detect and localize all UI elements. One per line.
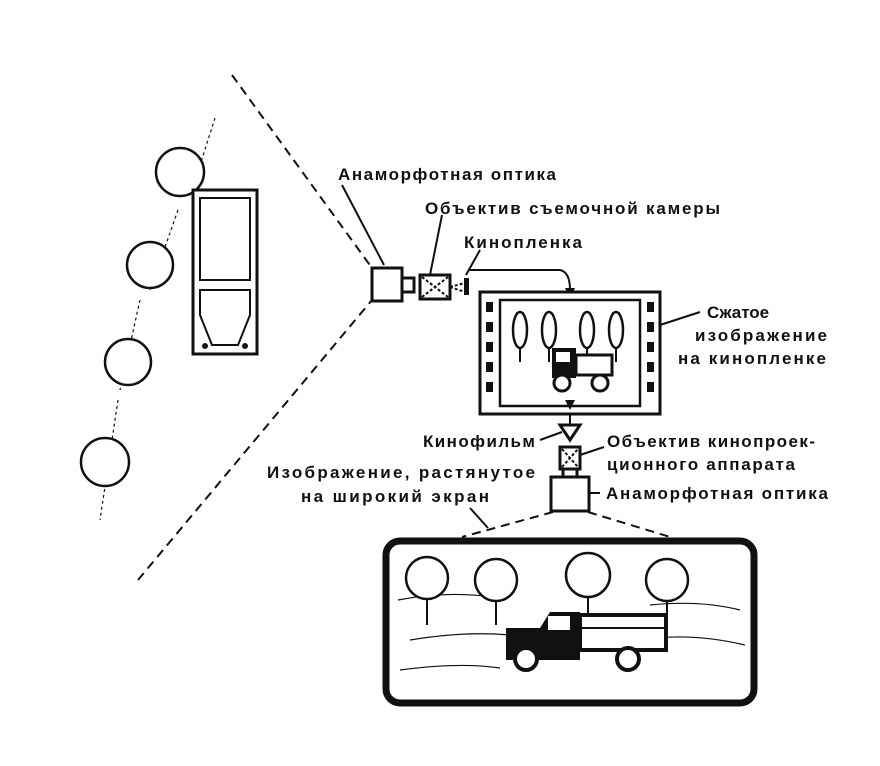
- label-anamorphic-optics-camera: Анаморфотная оптика: [338, 165, 557, 184]
- truck-compressed-icon: [552, 348, 614, 393]
- label-movie-film: Кинофильм: [423, 432, 535, 451]
- label-camera-lens: Объектив съемочной камеры: [425, 199, 720, 218]
- view-cone-line: [231, 74, 373, 269]
- truck-top-view-icon: [191, 188, 259, 356]
- scene-top-view: [79, 117, 259, 521]
- widescreen-image: [382, 537, 758, 707]
- tree-icon: [125, 240, 175, 290]
- label-stretched-image: на широкий экран: [301, 487, 489, 506]
- label-stretched-image: Изображение, растянутое: [267, 463, 535, 482]
- film-stock-icon: [464, 278, 469, 295]
- tree-icon: [79, 436, 131, 488]
- anamorphic-lens-icon: [370, 266, 404, 303]
- tree-icon: [154, 146, 206, 198]
- label-film-stock: Кинопленка: [464, 233, 583, 252]
- label-compressed-image: Сжатое: [707, 303, 769, 322]
- tree-icon: [103, 337, 153, 387]
- label-projector-lens: Объектив кинопроек-: [607, 432, 815, 451]
- label-compressed-image: изображение: [695, 326, 827, 345]
- label-compressed-image: на кинопленке: [678, 349, 826, 368]
- label-anamorphic-optics-projector: Анаморфотная оптика: [606, 484, 829, 503]
- view-cone-line: [137, 299, 373, 581]
- camera-assembly: [370, 266, 469, 303]
- film-frame-compressed: [478, 290, 662, 416]
- projector-assembly: [549, 423, 591, 513]
- label-projector-lens: ционного аппарата: [607, 455, 796, 474]
- projector-anamorphic-icon: [549, 475, 591, 513]
- truck-stretched-icon: [506, 612, 668, 672]
